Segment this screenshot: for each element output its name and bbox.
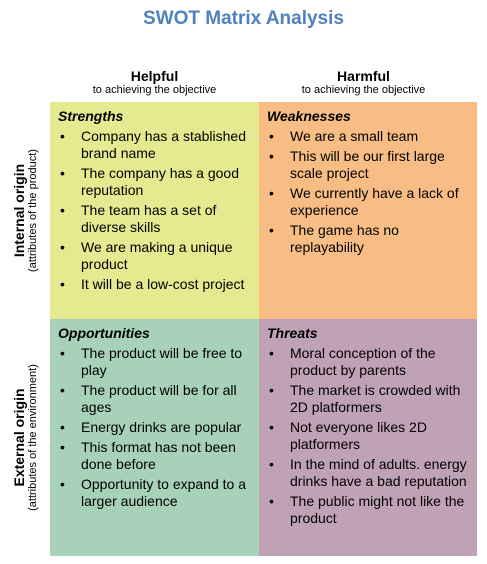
list-item: Moral conception of the product by paren… (267, 345, 469, 379)
list-item: The company has a good reputation (58, 165, 251, 199)
list-item: The public might not like the product (267, 493, 469, 527)
column-header-harmful-sub: to achieving the objective (301, 84, 426, 96)
quadrant-strengths: Strengths Company has a stablished brand… (50, 102, 259, 319)
row-header-internal-label: Internal origin (10, 163, 27, 258)
list-item: The team has a set of diverse skills (58, 202, 251, 236)
quadrant-opportunities: Opportunities The product will be free t… (50, 319, 259, 556)
column-header-helpful: Helpful to achieving the objective (50, 68, 259, 97)
list-item: This will be our first large scale proje… (267, 148, 469, 182)
row-header-internal: Internal origin (attributes of the produ… (0, 102, 50, 319)
row-header-external: External origin (attributes of the envir… (0, 319, 50, 556)
list-item: Opportunity to expand to a larger audien… (58, 476, 251, 510)
list-item: We are a small team (267, 128, 469, 145)
list-item: Company has a stablished brand name (58, 128, 251, 162)
quadrant-weaknesses: Weaknesses We are a small team This will… (259, 102, 477, 319)
list-item: The market is crowded with 2D platformer… (267, 382, 469, 416)
list-item: The game has no replayability (267, 222, 469, 256)
column-header-harmful-label: Harmful (337, 68, 390, 84)
opportunities-list: The product will be free to play The pro… (58, 345, 251, 510)
list-item: This format has not been done before (58, 439, 251, 473)
quadrant-title-threats: Threats (267, 325, 318, 341)
quadrant-title-opportunities: Opportunities (58, 325, 150, 341)
column-header-helpful-sub: to achieving the objective (92, 84, 217, 96)
list-item: The product will be free to play (58, 345, 251, 379)
list-item: The product will be for all ages (58, 382, 251, 416)
list-item: Energy drinks are popular (58, 419, 251, 436)
threats-list: Moral conception of the product by paren… (267, 345, 469, 527)
weaknesses-list: We are a small team This will be our fir… (267, 128, 469, 256)
row-header-internal-sub: (attributes of the product) (26, 149, 39, 272)
page-title: SWOT Matrix Analysis (143, 8, 344, 29)
quadrant-title-weaknesses: Weaknesses (267, 108, 351, 124)
list-item: We currently have a lack of experience (267, 185, 469, 219)
quadrant-title-strengths: Strengths (58, 108, 124, 124)
list-item: Not everyone likes 2D platformers (267, 419, 469, 453)
row-header-external-sub: (attributes of the environment) (26, 364, 39, 511)
column-header-helpful-label: Helpful (130, 68, 179, 84)
strengths-list: Company has a stablished brand name The … (58, 128, 251, 293)
row-header-external-label: External origin (10, 388, 27, 487)
list-item: It will be a low-cost project (58, 276, 251, 293)
quadrant-threats: Threats Moral conception of the product … (259, 319, 477, 556)
column-header-harmful: Harmful to achieving the objective (259, 68, 468, 97)
list-item: In the mind of adults. energy drinks hav… (267, 456, 469, 490)
list-item: We are making a unique product (58, 239, 251, 273)
